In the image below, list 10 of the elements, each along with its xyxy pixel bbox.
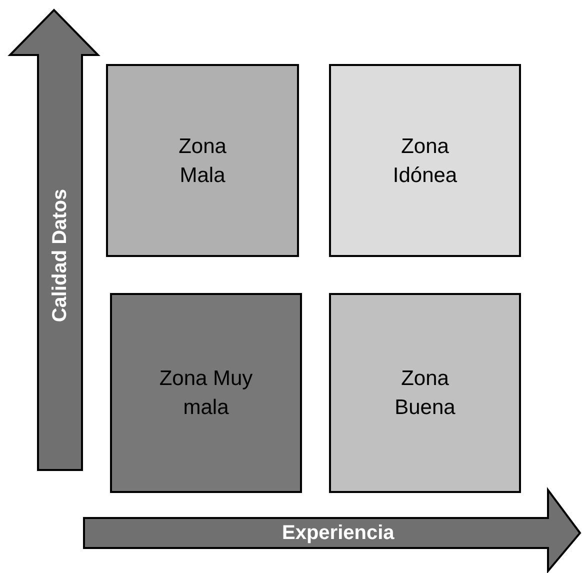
zone-label: Zona Muy mala [158,366,254,421]
zone-box [329,293,521,493]
axis-label: Calidad Datos [48,188,72,322]
zone-label: Zona Mala [178,134,228,188]
zone-box [106,64,299,257]
zone-box [110,293,302,493]
axis-label: Experiencia [282,522,394,544]
zone-label: Zona Buena [394,366,456,421]
zone-box [329,64,521,257]
zone-label: Zona Idónea [392,134,458,188]
